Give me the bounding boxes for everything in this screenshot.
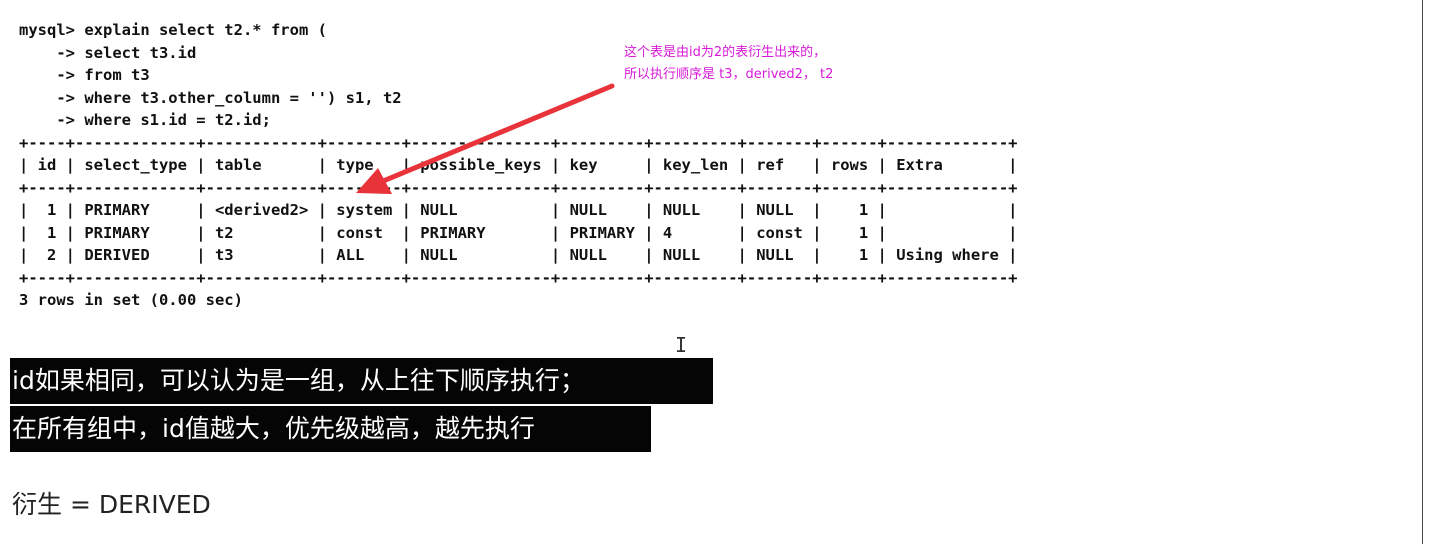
- terminal-line: -> where t3.other_column = '') s1, t2: [19, 88, 402, 107]
- mysql-terminal-output: mysql> explain select t2.* from ( -> sel…: [19, 19, 1018, 312]
- text-cursor-icon: I: [675, 333, 688, 357]
- table-border: +----+-------------+------------+-------…: [19, 178, 1018, 197]
- terminal-line: -> where s1.id = t2.id;: [19, 111, 271, 129]
- window-edge: [1422, 0, 1423, 544]
- table-row: | 1 | PRIMARY | <derived2> | system | NU…: [19, 201, 1018, 219]
- highlighted-note-line: 在所有组中，id值越大，优先级越高，越先执行: [10, 406, 651, 452]
- result-summary: 3 rows in set (0.00 sec): [19, 291, 243, 309]
- annotation-line: 所以执行顺序是 t3，derived2， t2: [624, 67, 834, 82]
- table-row: | 1 | PRIMARY | t2 | const | PRIMARY | P…: [19, 223, 1018, 242]
- terminal-line: -> from t3: [19, 66, 150, 84]
- annotation-line: 这个表是由id为2的表衍生出来的，: [624, 45, 827, 60]
- derived-note: 衍生 = DERIVED: [12, 490, 211, 519]
- table-border: +----+-------------+------------+-------…: [19, 133, 1018, 152]
- terminal-line: mysql> explain select t2.* from (: [19, 21, 327, 39]
- table-header-row: | id | select_type | table | type | poss…: [19, 156, 1018, 174]
- table-border: +----+-------------+------------+-------…: [19, 268, 1018, 287]
- table-row: | 2 | DERIVED | t3 | ALL | NULL | NULL |…: [19, 246, 1018, 264]
- annotation-note: 这个表是由id为2的表衍生出来的， 所以执行顺序是 t3，derived2， t…: [624, 42, 833, 86]
- terminal-line: -> select t3.id: [19, 43, 197, 62]
- highlighted-note-line: id如果相同，可以认为是一组，从上往下顺序执行；: [10, 358, 713, 404]
